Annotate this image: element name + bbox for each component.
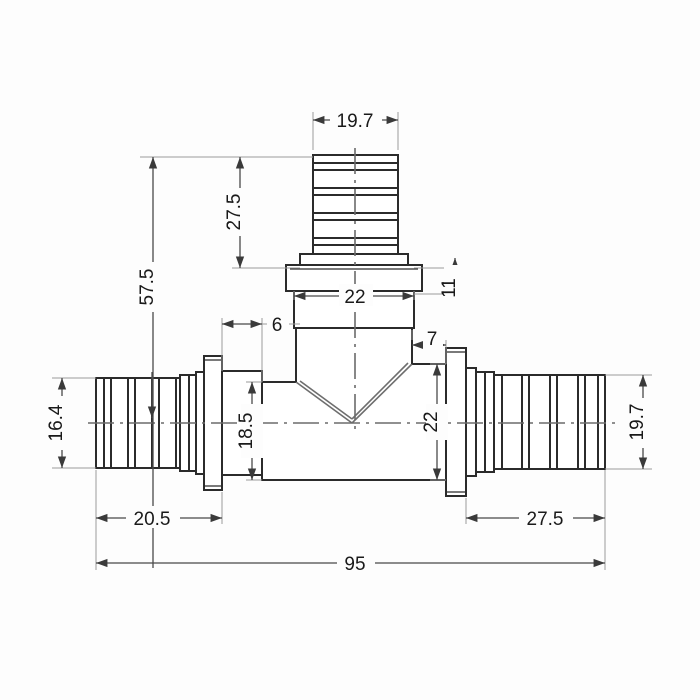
label-body-bore-right-top: 22 [421,411,442,432]
tee-body [261,327,447,481]
label-left-shoulder-offset-top: 6 [272,315,283,336]
extension-lines [52,112,652,570]
right-barb-connector [445,347,606,497]
label-left-barb-diameter-top: 16.4 [46,404,67,441]
label-branch-flange-width-top: 22 [344,287,365,308]
label-branch-height-top: 27.5 [224,194,245,231]
label-overall-height-top: 57.5 [137,269,158,306]
label-overall-length-top: 95 [344,554,365,575]
branch-barb-connector [285,154,423,329]
label-right-length-top: 27.5 [527,509,564,530]
label-body-bore-left-top: 18.5 [236,413,257,450]
dimension-labels-top: 19.7 27.5 57.5 22 11 6 7 16.4 18.5 22 19… [46,111,648,575]
label-right-shoulder-offset-top: 7 [427,329,438,350]
label-right-barb-diameter-top: 19.7 [627,404,648,441]
label-left-length-top: 20.5 [134,509,171,530]
label-backings [51,108,654,573]
label-branch-barb-diameter-top: 19.7 [337,111,374,132]
label-branch-flange-thickness-top: 11 [439,278,460,298]
